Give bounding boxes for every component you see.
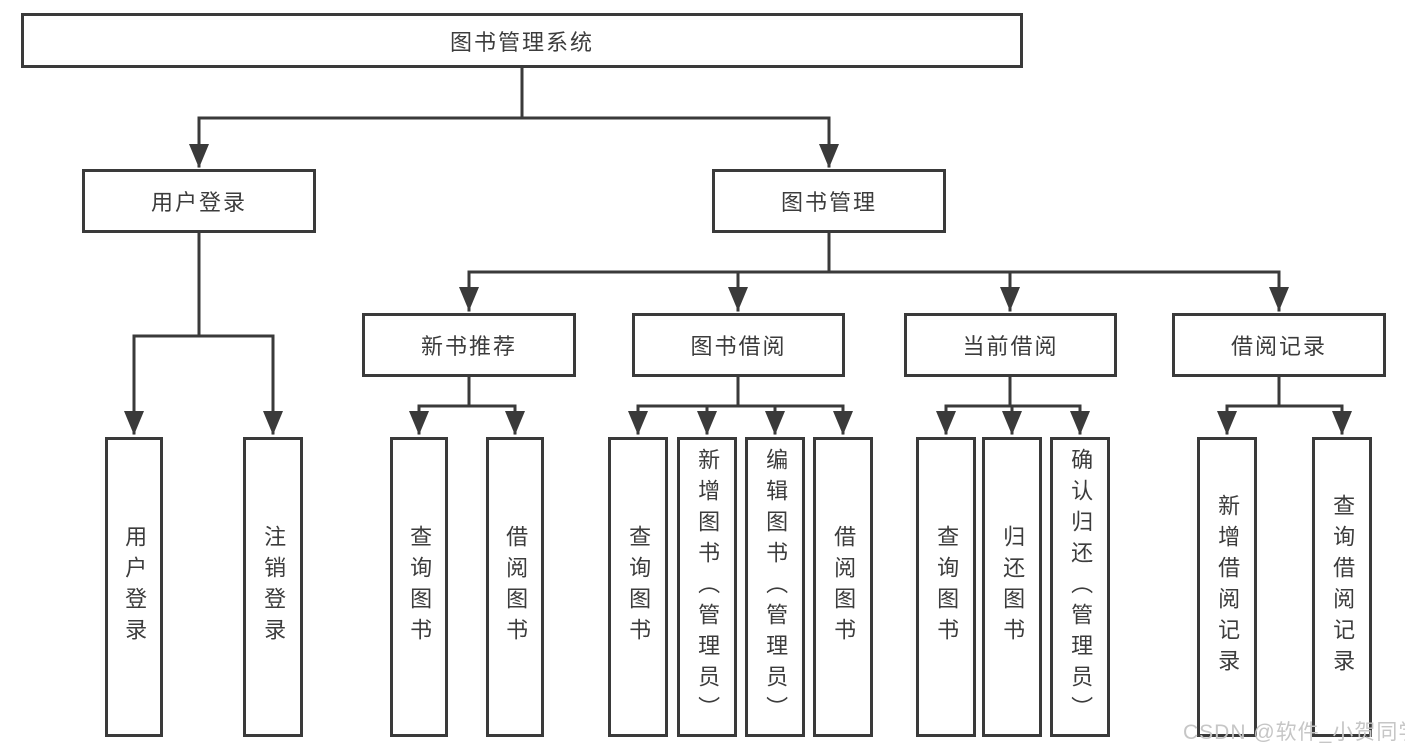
node-current-borrow-label: 当前借阅 <box>962 334 1059 359</box>
leaf-query-borrow-record: 查询借阅记录 <box>1312 437 1372 737</box>
edge-bookmgmt-branch <box>467 270 1281 312</box>
leaf-confirm-return-admin-label: 确认归还（管理员） <box>1068 447 1094 727</box>
node-borrow-records-label: 借阅记录 <box>1230 334 1327 359</box>
leaf-add-borrow-record-label: 新增借阅记录 <box>1215 494 1241 680</box>
leaf-borrow-books-borrow-label: 借阅图书 <box>831 525 857 649</box>
csdn-watermark: CSDN @软件_小贺同学 <box>1183 721 1405 744</box>
node-library-system-label: 图书管理系统 <box>449 29 594 55</box>
node-book-management-label: 图书管理 <box>780 190 877 215</box>
leaf-edit-book-admin: 编辑图书（管理员） <box>745 437 805 737</box>
leaf-query-books-recommend: 查询图书 <box>390 437 448 737</box>
arrowheads <box>124 144 1352 435</box>
node-book-management: 图书管理 <box>712 169 946 233</box>
node-user-login-label: 用户登录 <box>150 190 247 215</box>
edge-root-branch <box>197 116 831 168</box>
edge-records-branch <box>1225 404 1344 435</box>
node-new-book-recommend-label: 新书推荐 <box>420 334 517 359</box>
leaf-user-login-label: 用户登录 <box>122 525 148 649</box>
leaf-logout: 注销登录 <box>243 437 303 737</box>
edge-newbook-branch <box>417 404 517 435</box>
node-borrow-records: 借阅记录 <box>1172 313 1386 377</box>
leaf-edit-book-admin-label: 编辑图书（管理员） <box>763 447 789 727</box>
leaf-confirm-return-admin: 确认归还（管理员） <box>1050 437 1110 737</box>
edge-borrow-branch <box>636 404 845 435</box>
leaf-borrow-books-borrow: 借阅图书 <box>813 437 873 737</box>
leaf-return-book-label: 归还图书 <box>1000 525 1026 649</box>
leaf-query-borrow-record-label: 查询借阅记录 <box>1330 494 1356 680</box>
leaf-add-borrow-record: 新增借阅记录 <box>1197 437 1257 737</box>
node-user-login: 用户登录 <box>82 169 316 233</box>
leaf-query-books-current-label: 查询图书 <box>934 525 960 649</box>
edge-userlogin-branch <box>132 334 275 435</box>
node-book-borrow-label: 图书借阅 <box>690 334 787 359</box>
leaf-query-books-borrow-label: 查询图书 <box>626 525 652 649</box>
leaf-query-books-borrow: 查询图书 <box>608 437 668 737</box>
leaf-borrow-books-recommend-label: 借阅图书 <box>503 525 529 649</box>
leaf-logout-label: 注销登录 <box>261 525 287 649</box>
leaf-query-books-current: 查询图书 <box>916 437 976 737</box>
node-current-borrow: 当前借阅 <box>904 313 1117 377</box>
node-book-borrow: 图书借阅 <box>632 313 845 377</box>
leaf-borrow-books-recommend: 借阅图书 <box>486 437 544 737</box>
leaf-query-books-recommend-label: 查询图书 <box>407 525 433 649</box>
leaf-add-book-admin: 新增图书（管理员） <box>677 437 737 737</box>
node-new-book-recommend: 新书推荐 <box>362 313 576 377</box>
leaf-add-book-admin-label: 新增图书（管理员） <box>695 447 721 727</box>
leaf-return-book: 归还图书 <box>982 437 1042 737</box>
leaf-user-login: 用户登录 <box>105 437 163 737</box>
node-library-system: 图书管理系统 <box>21 13 1023 68</box>
